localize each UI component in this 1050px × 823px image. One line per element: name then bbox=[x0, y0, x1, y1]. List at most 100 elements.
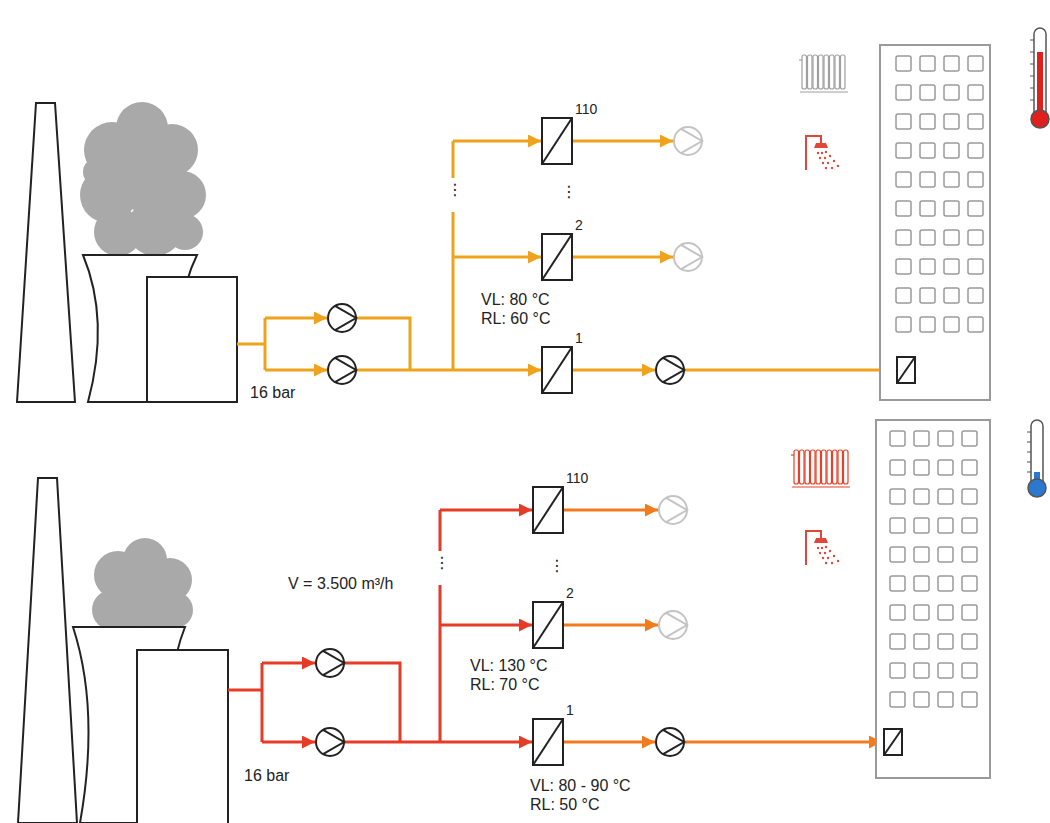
secondary-pipes-bottom bbox=[564, 510, 882, 742]
heat-exchanger-outline bbox=[533, 719, 563, 765]
heat-exchanger: 2 bbox=[532, 585, 576, 649]
temperature-note: VL: 80 °C RL: 60 °C bbox=[481, 290, 565, 328]
pipe-arrow bbox=[262, 662, 315, 665]
pipe-arrow bbox=[573, 256, 673, 259]
radiator-icon-top bbox=[799, 55, 848, 92]
heat-exchanger: 110 bbox=[532, 470, 591, 534]
exchanger-number: 110 bbox=[566, 470, 588, 486]
pump-symbol bbox=[674, 243, 702, 271]
pipe bbox=[452, 212, 455, 370]
heat-exchanger: 1 bbox=[532, 702, 576, 766]
apartment-building-top bbox=[880, 45, 991, 400]
thermometer-cold bbox=[1027, 420, 1046, 497]
heat-exchanger: 1 bbox=[541, 330, 585, 394]
house-heat-exchanger bbox=[897, 357, 915, 383]
chimney bbox=[17, 103, 75, 402]
heat-exchanger-diagonal bbox=[542, 347, 572, 393]
temperature-note: VL: 80 - 90 °C RL: 50 °C bbox=[530, 776, 646, 814]
pump-symbol bbox=[663, 730, 684, 754]
house-heat-exchanger bbox=[897, 357, 915, 383]
pipe bbox=[264, 318, 267, 370]
annotation: 16 bar bbox=[244, 766, 289, 785]
building-outline bbox=[876, 420, 990, 778]
heat-exchanger-diagonal bbox=[533, 719, 563, 765]
pipe-arrow bbox=[262, 741, 315, 744]
heat-exchanger-outline bbox=[542, 118, 572, 164]
pipe-arrow bbox=[344, 741, 532, 744]
thermometer-warm bbox=[1030, 28, 1049, 128]
pipe-arrow bbox=[356, 369, 541, 372]
exchanger-number: 2 bbox=[575, 217, 583, 233]
secondary-pipes-top bbox=[573, 141, 895, 370]
pipe bbox=[237, 343, 265, 346]
pipe-arrow bbox=[684, 741, 882, 744]
pump-symbol bbox=[328, 304, 356, 332]
pipe-arrow bbox=[453, 140, 541, 143]
heat-exchanger-outline bbox=[542, 234, 572, 280]
pipe bbox=[228, 689, 262, 692]
pump-symbol bbox=[335, 358, 356, 382]
pump-symbol bbox=[316, 649, 344, 677]
plant-building bbox=[137, 650, 228, 823]
temperature-note: VL: 130 °C RL: 70 °C bbox=[470, 656, 562, 694]
primary-pipes-top bbox=[237, 141, 541, 370]
heat-exchanger-diagonal bbox=[542, 234, 572, 280]
heat-exchanger-symbol bbox=[532, 486, 564, 534]
pump-symbol bbox=[323, 730, 344, 754]
idle-pumps-bottom bbox=[659, 496, 687, 639]
heat-exchanger-symbol bbox=[541, 346, 573, 394]
pump-symbol bbox=[335, 306, 356, 330]
heat-exchanger-diagonal bbox=[533, 602, 563, 648]
pump-symbol bbox=[674, 127, 702, 155]
pipe bbox=[261, 663, 264, 742]
exchanger-number: 1 bbox=[575, 330, 583, 346]
pump-symbol bbox=[656, 356, 684, 384]
heat-exchanger-outline bbox=[533, 602, 563, 648]
heat-exchanger-diagonal bbox=[533, 487, 563, 533]
pipe bbox=[356, 318, 410, 370]
annotation: ⋮ bbox=[561, 182, 577, 201]
pipe-arrow bbox=[564, 509, 658, 512]
shower-icon-top bbox=[806, 136, 839, 170]
pipe bbox=[439, 585, 442, 742]
pump-symbol bbox=[681, 129, 702, 153]
primary-pipes-bottom bbox=[228, 510, 532, 742]
pipe-arrow bbox=[573, 369, 655, 372]
pipe-arrow bbox=[564, 624, 658, 627]
house-heat-exchanger bbox=[884, 729, 902, 755]
annotation: ⋮ bbox=[549, 556, 565, 575]
pump-symbol bbox=[316, 728, 344, 756]
power-plant-top bbox=[17, 102, 237, 402]
pump-symbol bbox=[323, 651, 344, 675]
pipe-arrow bbox=[564, 741, 655, 744]
pipe bbox=[439, 510, 442, 551]
building-windows bbox=[895, 55, 991, 345]
plant-building bbox=[147, 277, 237, 402]
heat-exchanger-symbol bbox=[541, 117, 573, 165]
heat-exchanger: 110 bbox=[541, 101, 600, 165]
heat-exchanger-outline bbox=[542, 347, 572, 393]
pump-symbol bbox=[666, 613, 687, 637]
pump-symbol bbox=[659, 496, 687, 524]
pump-symbol bbox=[659, 611, 687, 639]
pipe-arrow bbox=[573, 140, 673, 143]
heat-exchanger-outline bbox=[533, 487, 563, 533]
pipe bbox=[344, 663, 400, 742]
heat-exchanger-diagonal bbox=[542, 118, 572, 164]
exchanger-number: 1 bbox=[566, 702, 574, 718]
pipe-arrow bbox=[684, 369, 895, 372]
pump-symbol bbox=[663, 358, 684, 382]
pump-symbol bbox=[656, 728, 684, 756]
pipe-arrow bbox=[440, 624, 532, 627]
pipe-arrow bbox=[453, 256, 541, 259]
heat-exchanger-symbol bbox=[532, 601, 564, 649]
exchanger-number: 2 bbox=[566, 585, 574, 601]
apartment-building-bottom bbox=[876, 420, 990, 778]
annotation: ⋮ bbox=[447, 180, 463, 199]
heat-exchanger-symbol bbox=[532, 718, 564, 766]
shower-icon-bottom bbox=[806, 531, 839, 565]
pipe-arrow bbox=[440, 509, 532, 512]
building-outline bbox=[880, 45, 990, 400]
